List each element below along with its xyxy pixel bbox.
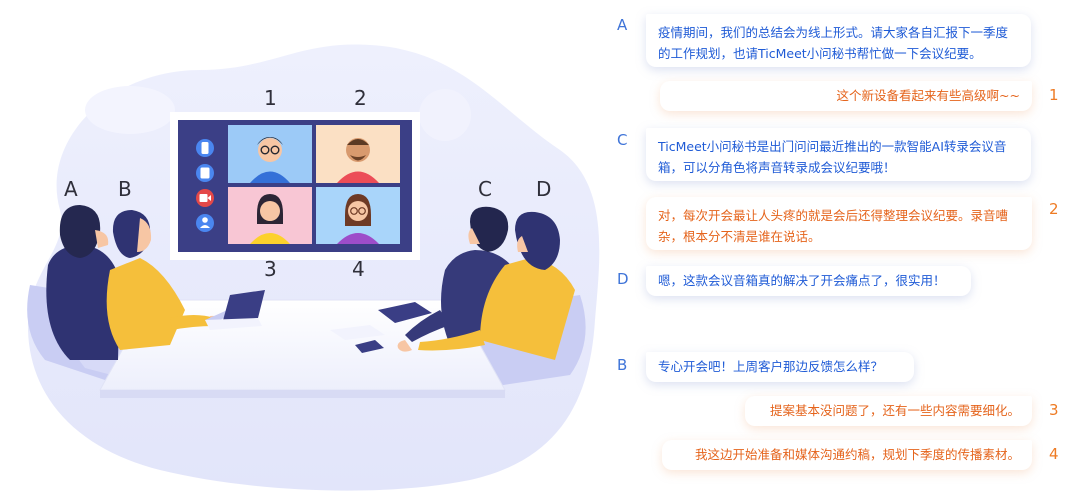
speaker-label: 4 xyxy=(1049,445,1059,463)
video-tile-4 xyxy=(316,187,400,244)
tile-label-4: 4 xyxy=(352,257,365,281)
speaker-label: D xyxy=(617,270,629,288)
speaker-label: C xyxy=(617,131,628,149)
tablet-right xyxy=(330,302,432,353)
video-conference-screen xyxy=(170,112,420,260)
chat-bubble: 嗯，这款会议音箱真的解决了开会痛点了，很实用！ xyxy=(646,266,971,296)
tile-label-3: 3 xyxy=(264,257,277,281)
participant-label-d: D xyxy=(536,177,552,201)
speaker-label: A xyxy=(617,16,628,34)
tile-label-2: 2 xyxy=(354,86,367,110)
chat-bubble: 专心开会吧！上周客户那边反馈怎么样？ xyxy=(646,352,914,382)
participant-label-b: B xyxy=(118,177,132,201)
speaker-label: 3 xyxy=(1049,401,1059,419)
speaker-label: 1 xyxy=(1049,86,1059,104)
tablet-icon xyxy=(196,164,214,182)
chat-bubble: 对，每次开会最让人头疼的就是会后还得整理会议纪要。录音嘈杂，根本分不清是谁在说话… xyxy=(646,197,1032,250)
laptop-left xyxy=(205,290,265,330)
participant-label-c: C xyxy=(478,177,492,201)
user-icon xyxy=(196,214,214,232)
speaker-label: B xyxy=(617,356,628,374)
speaker-label: 2 xyxy=(1049,200,1059,218)
participant-d xyxy=(397,211,575,360)
phone-icon xyxy=(196,139,214,157)
chat-transcript: A 疫情期间，我们的总结会为线上形式。请大家各自汇报下一季度的工作规划，也请Ti… xyxy=(600,0,1080,499)
chat-bubble: TicMeet小问秘书是出门问问最近推出的一款智能AI转录会议音箱，可以分角色将… xyxy=(646,128,1031,181)
video-icon xyxy=(196,189,214,207)
tile-label-1: 1 xyxy=(264,86,277,110)
video-tile-1 xyxy=(228,125,312,183)
chat-bubble: 提案基本没问题了，还有一些内容需要细化。 xyxy=(745,396,1032,426)
meeting-table-illustration xyxy=(27,205,586,398)
chat-bubble: 我这边开始准备和媒体沟通约稿，规划下季度的传播素材。 xyxy=(662,440,1032,470)
chat-bubble: 这个新设备看起来有些高级啊~~ xyxy=(660,81,1032,111)
chat-bubble: 疫情期间，我们的总结会为线上形式。请大家各自汇报下一季度的工作规划，也请TicM… xyxy=(646,14,1031,67)
video-tile-2 xyxy=(316,125,400,183)
participant-label-a: A xyxy=(64,177,78,201)
participant-b xyxy=(106,210,222,350)
video-tile-3 xyxy=(228,187,312,244)
participant-a xyxy=(46,205,120,360)
